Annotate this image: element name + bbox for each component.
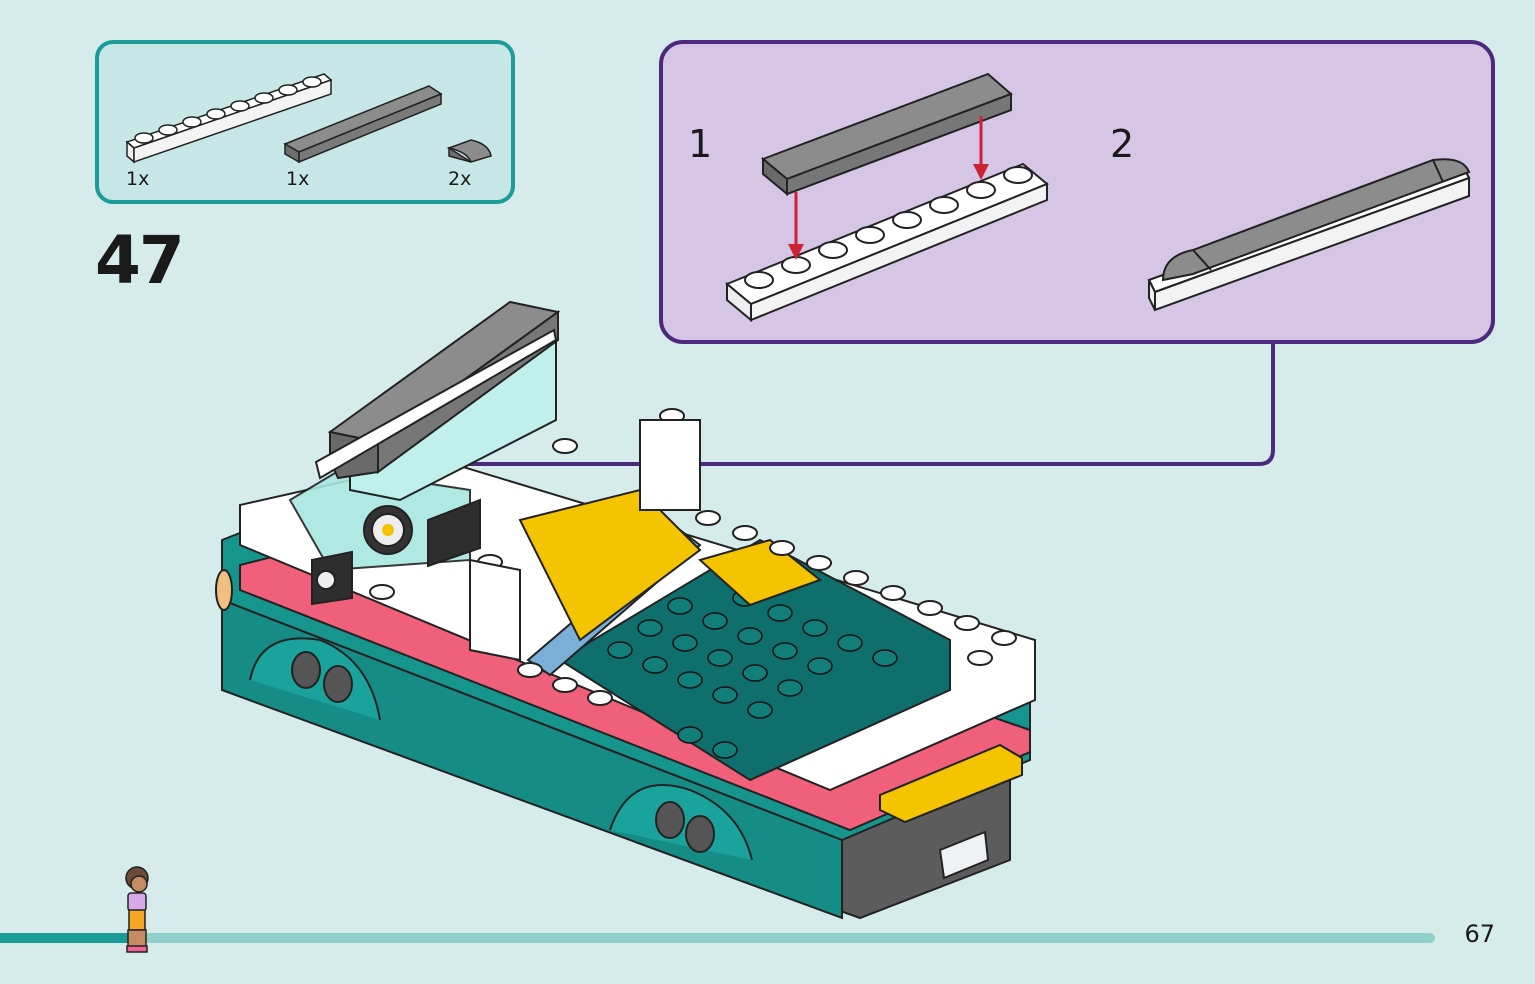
dark-gray-tile-part <box>283 85 443 164</box>
white-plate-1x8-part <box>125 73 333 164</box>
progress-track <box>0 933 1435 943</box>
part-quantity: 1x <box>286 168 310 190</box>
progress-bar <box>0 933 130 943</box>
dark-gray-curved-slope-part <box>446 139 492 163</box>
sub-step-label: 2 <box>1110 122 1135 166</box>
page-number: 67 <box>1464 920 1495 948</box>
part-quantity: 1x <box>126 168 150 190</box>
sub-assembly-illustration <box>725 72 1471 323</box>
part-quantity: 2x <box>448 168 472 190</box>
parts-list-illustration <box>125 73 492 164</box>
sub-step-label: 1 <box>688 122 713 166</box>
step-number: 47 <box>95 222 185 299</box>
sub-assembly-box: 1 2 <box>659 40 1495 344</box>
placement-arrow <box>788 116 989 260</box>
sub-step-1-tile <box>761 72 1013 197</box>
parts-list-box: 1x 1x 2x <box>95 40 515 204</box>
sub-step-2-assembly <box>1147 158 1471 312</box>
roof-tile-highlight <box>314 300 561 480</box>
sub-step-1-plate <box>725 162 1049 323</box>
